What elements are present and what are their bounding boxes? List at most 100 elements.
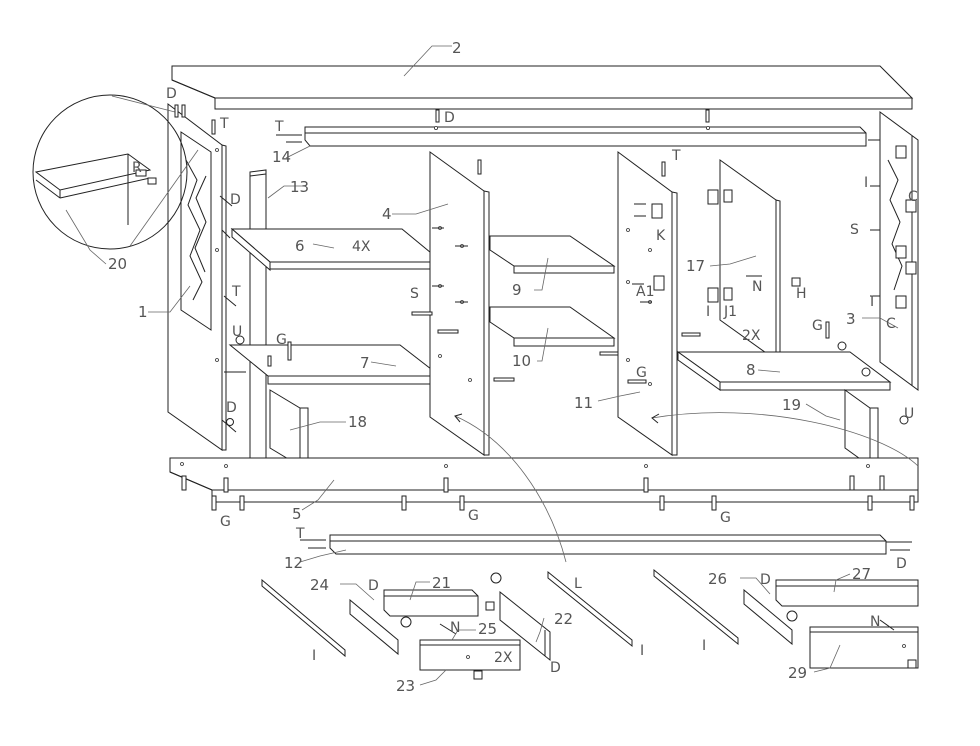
hw-label-r: R: [132, 160, 142, 176]
part-2-top-board: [171, 65, 914, 110]
hw-label-n-3: N: [870, 614, 880, 630]
hardware-cam-bolts-top: [174, 104, 710, 177]
hw-label-t-4: T: [231, 284, 241, 300]
drawer-runner-right-outer: [653, 568, 739, 646]
hw-label-l: L: [574, 576, 582, 592]
label-part-14: 14: [272, 148, 291, 166]
hw-label-s-2: S: [850, 222, 859, 238]
label-part-18: 18: [348, 413, 367, 431]
part-18-support-leg: [269, 389, 309, 467]
hw-label-u-1: U: [232, 324, 242, 340]
hw-label-d-7: D: [550, 660, 561, 676]
hw-label-d-5: D: [896, 556, 907, 572]
assembly-arrows: [454, 412, 919, 563]
label-part-13: 13: [290, 178, 309, 196]
label-part-2: 2: [452, 39, 462, 57]
part-number-labels: 2 14 13 4 6 1 20 7 18 9 10 11 17 8 19 3 …: [108, 39, 871, 695]
hw-label-c-1: C: [908, 189, 918, 205]
part-24-drawer-side: [349, 598, 399, 656]
drawer-runner-left-inner: [547, 570, 633, 648]
part-12-front-rail: [329, 534, 887, 555]
label-part-10: 10: [512, 352, 531, 370]
part-11-divider-panel: [617, 151, 678, 456]
label-part-9: 9: [512, 281, 522, 299]
hw-label-g-3: G: [812, 318, 823, 334]
label-part-20: 20: [108, 255, 127, 273]
hardware-small-screws: [219, 185, 895, 635]
label-part-6: 6: [295, 237, 305, 255]
hw-label-s-1: S: [410, 286, 419, 302]
part-13-side-panel: [249, 169, 267, 477]
label-part-11: 11: [574, 394, 593, 412]
part-26-drawer-side: [743, 588, 793, 646]
part-21-drawer-back: [383, 589, 479, 617]
hw-label-k: K: [656, 228, 666, 244]
hardware-dowels-bottom: [181, 475, 915, 511]
hw-label-g-4: G: [220, 514, 231, 530]
hw-label-i-2: I: [864, 175, 868, 191]
hardware-screws-rail: [276, 134, 912, 551]
part-23-drawer-front: [419, 639, 521, 671]
hardware-threaded-rods: [267, 311, 830, 384]
quantity-labels: 4X 2X 2X: [352, 239, 761, 666]
part-1-door: [167, 102, 227, 451]
part-22-drawer-side: [499, 590, 551, 662]
label-part-21: 21: [432, 574, 451, 592]
part-29-drawer-front: [809, 626, 919, 669]
part-20-detail-magnifier: [32, 94, 199, 250]
hardware-hinges: [651, 145, 917, 309]
hw-label-n-2: N: [450, 620, 460, 636]
label-part-26: 26: [708, 570, 727, 588]
hw-label-u-2: U: [904, 406, 914, 422]
hw-label-i-6: I: [702, 638, 706, 654]
hw-label-d-1: D: [166, 86, 177, 102]
hw-label-g-6: G: [720, 510, 731, 526]
hw-label-t-2: T: [274, 119, 284, 135]
hw-label-i-5: I: [640, 643, 644, 659]
hw-label-g-1: G: [276, 332, 287, 348]
label-part-12: 12: [284, 554, 303, 572]
hw-label-n-1: N: [752, 279, 762, 295]
label-part-27: 27: [852, 565, 871, 583]
hardware-cam-locks: [226, 335, 917, 680]
hw-label-d-3: D: [230, 192, 241, 208]
hw-label-d-4: D: [226, 400, 237, 416]
drawer-runner-left-outer: [261, 578, 346, 658]
hw-label-d-2: D: [444, 110, 455, 126]
part-4-divider-panel: [429, 151, 490, 456]
label-part-22: 22: [554, 610, 573, 628]
part-19-support-leg: [844, 389, 879, 467]
part-6-shelf: [230, 227, 444, 272]
hw-label-i-1: I: [706, 304, 710, 320]
part-8-shelf: [676, 351, 892, 391]
label-part-25: 25: [478, 620, 497, 638]
label-part-17: 17: [686, 257, 705, 275]
label-part-1: 1: [138, 303, 148, 321]
hw-label-a1: A1: [636, 284, 654, 300]
hw-label-t-3: T: [671, 148, 681, 164]
label-part-29: 29: [788, 664, 807, 682]
hw-label-d-6: D: [368, 578, 379, 594]
part-5-bottom-board: [169, 457, 919, 503]
hardware-letter-labels: D T T D T R D T U G D S K A1 G N H I J1 …: [132, 86, 918, 676]
part-27-drawer-back: [775, 579, 919, 607]
part-10-shelf: [489, 306, 616, 347]
label-part-24: 24: [310, 576, 329, 594]
part-14-back-rail: [304, 126, 867, 147]
hw-label-i-3: I: [870, 294, 874, 310]
qty-label-shelf-6: 4X: [352, 239, 371, 255]
hw-label-j1: J1: [723, 304, 737, 320]
part-9-shelf: [489, 235, 616, 274]
hw-label-g-5: G: [468, 508, 479, 524]
hw-label-h: H: [796, 286, 807, 302]
label-part-23: 23: [396, 677, 415, 695]
hw-label-t-5: T: [295, 526, 305, 542]
label-part-8: 8: [746, 361, 756, 379]
hw-label-d-8: D: [760, 572, 771, 588]
leader-lines: [65, 45, 899, 686]
qty-label-door-17: 2X: [742, 328, 761, 344]
hw-label-g-2: G: [636, 365, 647, 381]
qty-label-drawer-23: 2X: [494, 650, 513, 666]
label-part-19: 19: [782, 396, 801, 414]
